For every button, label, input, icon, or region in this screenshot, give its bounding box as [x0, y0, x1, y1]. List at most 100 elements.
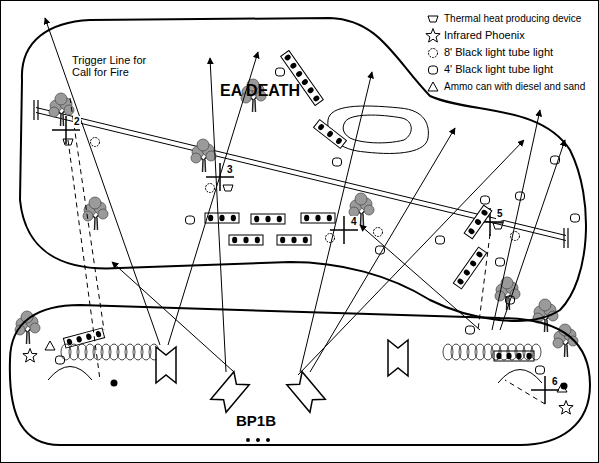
tube-light-4ft [516, 192, 525, 200]
concertina-wire [61, 344, 71, 360]
tube-light-4ft [376, 246, 385, 254]
tube-light-4ft [571, 214, 580, 222]
phase-line-end [567, 228, 568, 248]
dashed-line [68, 140, 100, 380]
target-reference-point [52, 116, 80, 144]
tube-light-8ft [374, 228, 383, 237]
legend-entry: 8' Black light tube light [444, 46, 553, 59]
ammo-can [428, 82, 438, 91]
dashed-line [70, 98, 104, 330]
tube-light-8ft [429, 49, 438, 58]
light-bar [301, 213, 335, 223]
trigger-line-note: Trigger Line for Call for Fire [72, 54, 168, 78]
vehicle-symbol [287, 372, 325, 412]
concertina-wire [93, 344, 103, 360]
tube-light-4ft [56, 356, 65, 364]
concertina-wire [499, 344, 509, 360]
tube-light-4ft [481, 196, 490, 204]
tube-light-4ft [429, 66, 438, 74]
light-bar [277, 235, 311, 245]
region-outline [4, 296, 596, 453]
concertina-wire [459, 344, 469, 360]
concertina-wire [117, 344, 127, 360]
tube-light-4ft [436, 236, 445, 244]
fire-arrow [310, 128, 455, 372]
target-number: 2 [73, 116, 81, 128]
tree [191, 139, 216, 172]
concertina-wire [133, 344, 143, 360]
legend-entry: Thermal heat producing device [444, 12, 581, 25]
fire-arrow [300, 72, 372, 372]
tube-light-4ft [333, 158, 342, 166]
vehicle-symbol [388, 340, 408, 376]
position-dot [561, 383, 568, 390]
vehicle-symbol [156, 347, 176, 383]
concertina-wire [69, 344, 79, 360]
pond-outline [328, 106, 429, 153]
target-number: 3 [226, 164, 234, 176]
region-name: EA DEATH [220, 82, 300, 100]
infrared-phoenix [23, 349, 37, 363]
tube-light-4ft [536, 366, 545, 374]
light-bar [453, 247, 486, 289]
phase-line-end [33, 100, 34, 120]
legend-entry: 4' Black light tube light [444, 63, 553, 76]
light-bar [229, 235, 263, 245]
battle-position: BP1B [4, 296, 596, 453]
fire-arrow [298, 140, 524, 375]
thermal-device [223, 185, 233, 191]
pond-inner [343, 115, 411, 143]
concertina-wire [141, 344, 151, 360]
fighting-position [498, 370, 542, 384]
concertina-wire [125, 344, 135, 360]
target-number: 4 [350, 216, 358, 228]
concertina-wire [523, 344, 533, 360]
infrared-phoenix [559, 401, 573, 415]
phase-line-end [563, 228, 564, 248]
region-name: BP1B [236, 412, 276, 429]
concertina-wire [77, 344, 87, 360]
concertina-wire [109, 344, 119, 360]
dashed-line [478, 234, 490, 330]
target-number: 5 [496, 208, 504, 220]
concertina-wire [475, 344, 485, 360]
phase-line [36, 113, 566, 241]
vehicle-symbol [211, 372, 249, 412]
tube-light-4ft [466, 326, 475, 334]
fire-arrow [500, 140, 565, 330]
fire-arrow [210, 58, 226, 372]
dashed-line [505, 380, 545, 404]
concertina-wire [483, 344, 493, 360]
tree [49, 93, 74, 126]
legend-entry: Infrared Phoenix [444, 29, 525, 42]
light-bar [314, 120, 347, 149]
thermal-device [428, 16, 438, 22]
light-bar [464, 205, 492, 239]
tube-light-8ft [91, 138, 100, 147]
concertina-wire [451, 344, 461, 360]
thermal-device [493, 223, 503, 229]
legend-entry: Ammo can with diesel and sand [444, 80, 585, 93]
concertina-wire [507, 344, 517, 360]
fighting-position [48, 367, 92, 381]
concertina-wire [515, 344, 525, 360]
dot [256, 438, 260, 442]
tube-light-4ft [186, 216, 195, 224]
dot [266, 438, 270, 442]
fire-arrow [112, 262, 234, 372]
concertina-wire [491, 344, 501, 360]
light-bar [205, 213, 239, 223]
tube-light-8ft [206, 184, 215, 193]
fire-arrow [492, 110, 540, 330]
dot [246, 438, 250, 442]
concertina-wire [85, 344, 95, 360]
light-bar [251, 214, 285, 224]
concertina-wire [467, 344, 477, 360]
terrain [15, 16, 580, 442]
tube-light-4ft [276, 68, 285, 76]
tube-light-4ft [496, 258, 505, 266]
target-reference-point [531, 376, 559, 404]
infrared-phoenix [426, 29, 440, 43]
concertina-wire [531, 344, 541, 360]
